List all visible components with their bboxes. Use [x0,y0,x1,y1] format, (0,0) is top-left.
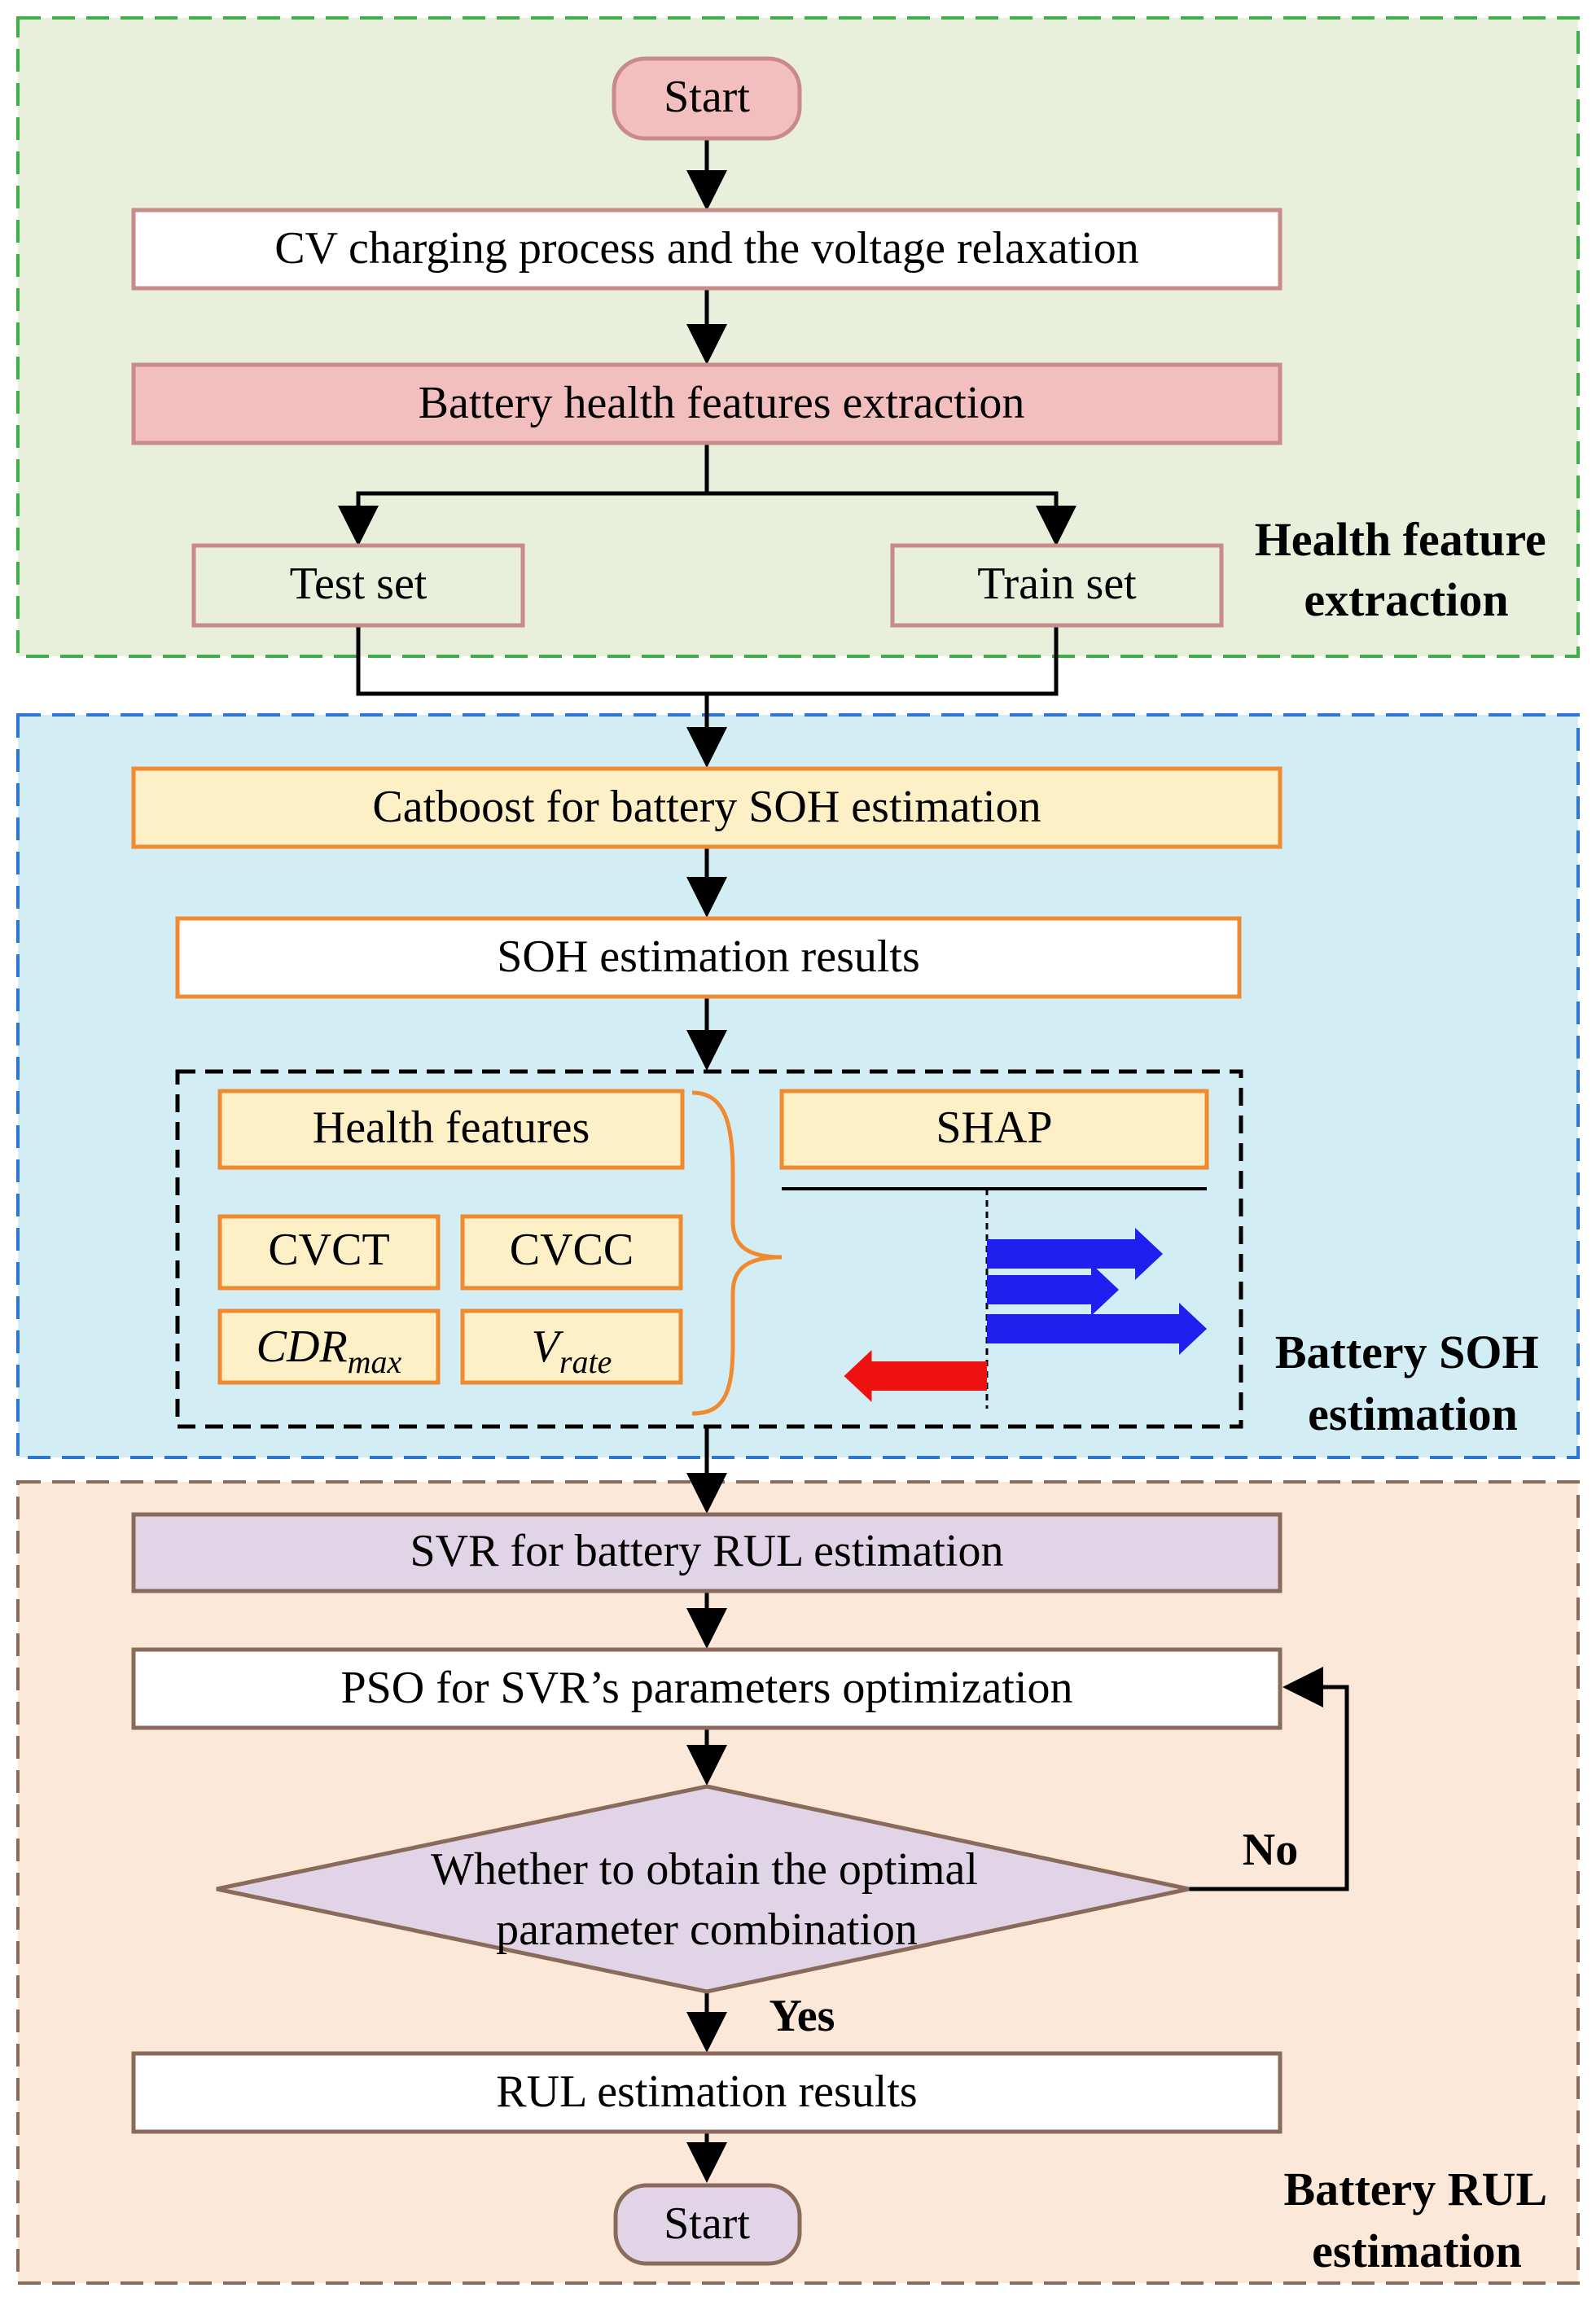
catboost-node [131,766,1282,849]
soh-label-line1: Battery SOH [1275,1326,1539,1378]
cdr-max-node [217,1308,441,1385]
cvct-label: CVCT [268,1225,389,1275]
catboost-label: Catboost for battery SOH estimation [372,782,1041,832]
v-rate-main: V [532,1321,564,1372]
rul-label-line2: estimation [1312,2224,1522,2277]
no-label: No [1243,1825,1298,1875]
health-feature-section [16,16,1580,658]
train-set-label: Train set [977,559,1137,609]
rul-results-node [131,2051,1282,2134]
health-features-label: Health features [313,1102,590,1153]
health-feature-label-line2: extraction [1304,573,1508,626]
soh-section-label: Battery SOH estimation [1275,1326,1550,1440]
arrow-no-loop [1189,1667,1349,1891]
feature-brace [691,1090,783,1416]
v-rate-label: Vrate [532,1321,612,1380]
cv-charging-label: CV charging process and the voltage rela… [274,223,1139,274]
shap-label: SHAP [936,1102,1052,1153]
decision-label-line1: Whether to obtain the optimal [431,1844,978,1895]
feature-extraction-label: Battery health features extraction [419,378,1025,428]
soh-results-label: SOH estimation results [497,931,920,982]
rul-label-line1: Battery RUL [1283,2163,1546,2216]
train-set-node [890,543,1224,628]
soh-label-line2: estimation [1308,1387,1518,1440]
cvcc-label: CVCC [510,1225,634,1275]
svr-label: SVR for battery RUL estimation [410,1526,1004,1576]
health-feature-section-label: Health feature extraction [1255,513,1559,626]
shap-bars [844,1228,1207,1402]
test-set-node [191,543,525,628]
cdr-max-label: CDRmax [256,1321,402,1380]
shap-node [779,1089,1209,1170]
health-feature-label-line1: Health feature [1255,513,1546,566]
soh-results-node [175,916,1242,999]
shap-bar-3 [987,1303,1207,1355]
cv-charging-node [131,208,1282,291]
decision-label-line2: parameter combination [496,1904,918,1955]
shap-bar-2 [987,1264,1119,1316]
rul-results-label: RUL estimation results [496,2067,917,2117]
yes-label: Yes [770,1991,835,2041]
health-features-node [217,1089,685,1170]
start-top-node [612,56,802,141]
decision-label: Whether to obtain the optimal parameter … [431,1844,989,1955]
cdr-max-subscript: max [348,1343,402,1380]
shap-bar-1 [987,1228,1163,1280]
pso-node [131,1647,1282,1730]
decision-node [216,1784,1190,1994]
cdr-max-main: CDR [256,1321,348,1372]
start-top-label: Start [664,72,750,122]
v-rate-node [460,1308,683,1385]
start-bottom-node [613,2183,802,2266]
feature-extraction-node [131,362,1282,445]
connectors [338,140,1349,2183]
cvcc-node [460,1214,683,1291]
rul-section-label: Battery RUL estimation [1283,2163,1556,2277]
pso-label: PSO for SVR’s parameters optimization [340,1663,1072,1713]
shap-analysis-box [175,1069,1243,1429]
cvct-node [217,1214,441,1291]
svr-node [131,1512,1282,1593]
shap-bar-4 [844,1350,987,1402]
start-bottom-label: Start [664,2198,750,2249]
v-rate-subscript: rate [559,1343,612,1380]
test-set-label: Test set [290,559,428,609]
